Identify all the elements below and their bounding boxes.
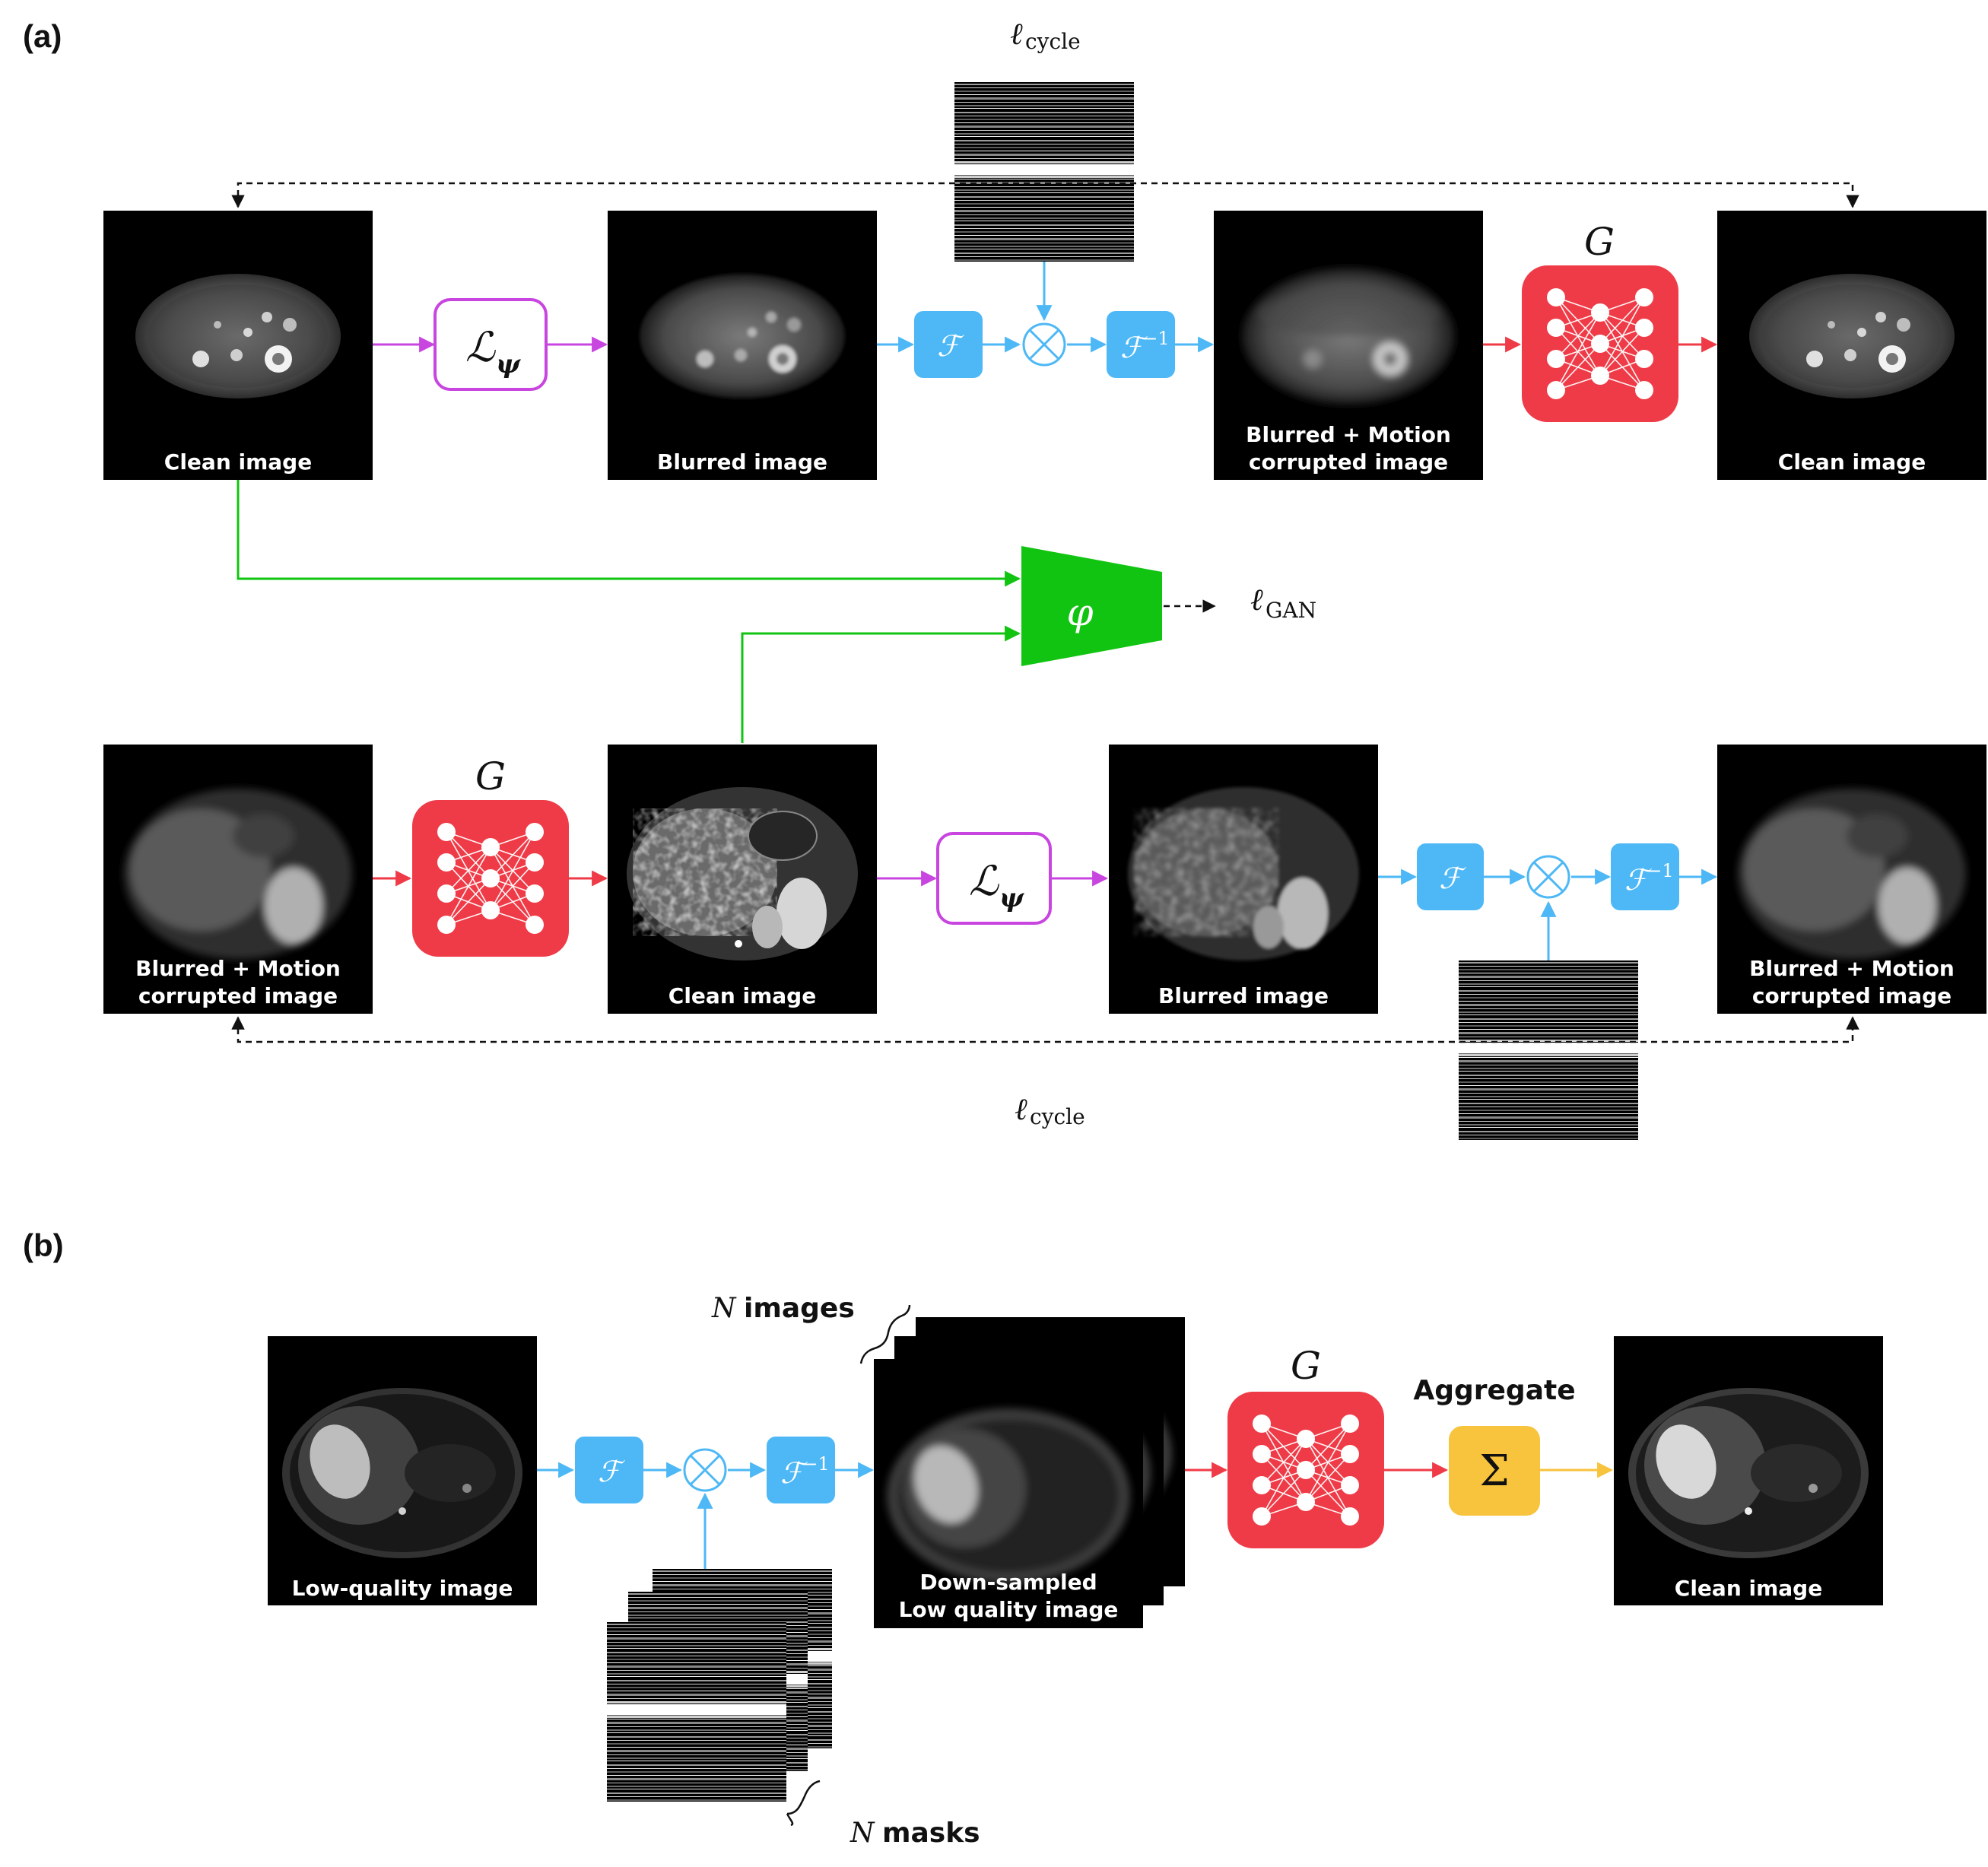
image-caption-line1: Blurred + Motion <box>1246 422 1451 447</box>
n-masks-label: N masks <box>850 1818 980 1849</box>
svg-text:G: G <box>1584 220 1615 264</box>
panel-a-label: (a) <box>23 18 62 54</box>
cycle-loss-label-top: ℓ cycle <box>1010 17 1081 54</box>
a-top-blur-operator: ℒ ψ <box>433 298 548 391</box>
svg-text:ψ: ψ <box>999 883 1024 913</box>
multiply-icon <box>1526 855 1570 899</box>
b-generator: G <box>1227 1344 1384 1548</box>
a-top-generator: G <box>1522 220 1678 422</box>
mask-icon <box>1459 960 1638 1140</box>
svg-text:G: G <box>475 754 506 799</box>
image-caption-line1: Down-sampled <box>919 1570 1097 1595</box>
b-inverse-fourier-block: ℱ −1 <box>767 1437 835 1503</box>
svg-text:Σ: Σ <box>1479 1446 1510 1496</box>
image-caption-line2: Low quality image <box>899 1597 1119 1622</box>
discriminator: φ <box>1021 546 1162 666</box>
svg-text:images: images <box>744 1293 855 1324</box>
svg-text:GAN: GAN <box>1266 598 1316 623</box>
cycle-loss-label-bottom: ℓ cycle <box>1015 1092 1085 1129</box>
neural-network-icon <box>412 800 569 957</box>
image-caption: Clean image <box>1675 1576 1822 1601</box>
image-caption-line2: corrupted image <box>138 983 338 1008</box>
svg-text:−1: −1 <box>1142 328 1169 349</box>
image-caption: Low-quality image <box>292 1576 513 1601</box>
a-top-clean-output: Clean image <box>1717 211 1986 480</box>
svg-text:cycle: cycle <box>1025 29 1081 54</box>
multiply-icon <box>683 1448 727 1492</box>
image-caption-line2: corrupted image <box>1249 449 1448 475</box>
mask-icon <box>954 82 1134 262</box>
b-mask-stack <box>607 1569 832 1802</box>
b-fourier-block: ℱ <box>575 1437 643 1503</box>
svg-text:−1: −1 <box>1647 860 1673 881</box>
svg-text:G: G <box>1291 1344 1321 1388</box>
svg-text:cycle: cycle <box>1030 1104 1085 1129</box>
image-caption-line2: corrupted image <box>1752 983 1951 1008</box>
multiply-icon <box>1022 322 1066 367</box>
a-bot-clean-image: Clean image <box>608 745 877 1014</box>
b-clean-image: Clean image <box>1614 1336 1883 1605</box>
svg-text:masks: masks <box>882 1818 980 1849</box>
cycle-loss-connector-bottom <box>231 1016 1859 1043</box>
a-bot-corrupted-input: Blurred + Motion corrupted image <box>103 745 373 1014</box>
mask-icon <box>607 1622 786 1802</box>
svg-text:ℓ: ℓ <box>1010 17 1023 52</box>
a-top-fourier-block: ℱ <box>914 311 983 378</box>
image-caption-line1: Blurred + Motion <box>1749 956 1955 981</box>
b-aggregate-block: Aggregate Σ <box>1413 1375 1576 1516</box>
a-top-inverse-fourier-block: ℱ −1 <box>1107 311 1175 378</box>
svg-text:ℓ: ℓ <box>1250 583 1263 618</box>
a-bot-corrupted-output: Blurred + Motion corrupted image <box>1717 745 1986 1014</box>
a-bot-fourier-block: ℱ <box>1417 843 1484 910</box>
a-bot-inverse-fourier-block: ℱ −1 <box>1611 843 1679 910</box>
image-caption: Clean image <box>1778 449 1926 475</box>
svg-text:−1: −1 <box>802 1453 829 1475</box>
svg-text:ℒ: ℒ <box>969 857 999 905</box>
a-top-blurred-image: Blurred image <box>608 211 877 480</box>
b-downsampled-stack: Down-sampled Low quality image <box>874 1317 1185 1628</box>
svg-text:ℓ: ℓ <box>1015 1092 1027 1127</box>
panel-b-label: (b) <box>23 1227 64 1263</box>
b-lowq-image: Low-quality image <box>268 1336 537 1605</box>
a-top-corrupted-image: Blurred + Motion corrupted image <box>1214 211 1483 480</box>
svg-text:N: N <box>711 1293 737 1324</box>
gan-loss-label: ℓ GAN <box>1250 583 1316 623</box>
image-caption-line1: Blurred + Motion <box>135 956 341 981</box>
image-caption: Clean image <box>164 449 312 475</box>
a-bot-generator: G <box>412 754 569 957</box>
svg-text:ℒ: ℒ <box>465 323 496 371</box>
a-top-clean-input: Clean image <box>103 211 373 480</box>
svg-text:N: N <box>850 1818 875 1849</box>
a-bot-blur-operator: ℒ ψ <box>936 832 1052 925</box>
neural-network-icon <box>1522 265 1678 422</box>
svg-text:φ: φ <box>1066 590 1093 634</box>
cycle-loss-connector-top <box>231 182 1859 208</box>
image-caption: Blurred image <box>657 449 827 475</box>
svg-text:ψ: ψ <box>496 349 521 379</box>
svg-text:Aggregate: Aggregate <box>1413 1375 1575 1406</box>
image-caption: Clean image <box>668 983 816 1008</box>
a-bot-blurred-image: Blurred image <box>1109 745 1378 1014</box>
image-caption: Blurred image <box>1158 983 1329 1008</box>
n-images-label: N images <box>711 1293 855 1324</box>
neural-network-icon <box>1227 1392 1384 1548</box>
